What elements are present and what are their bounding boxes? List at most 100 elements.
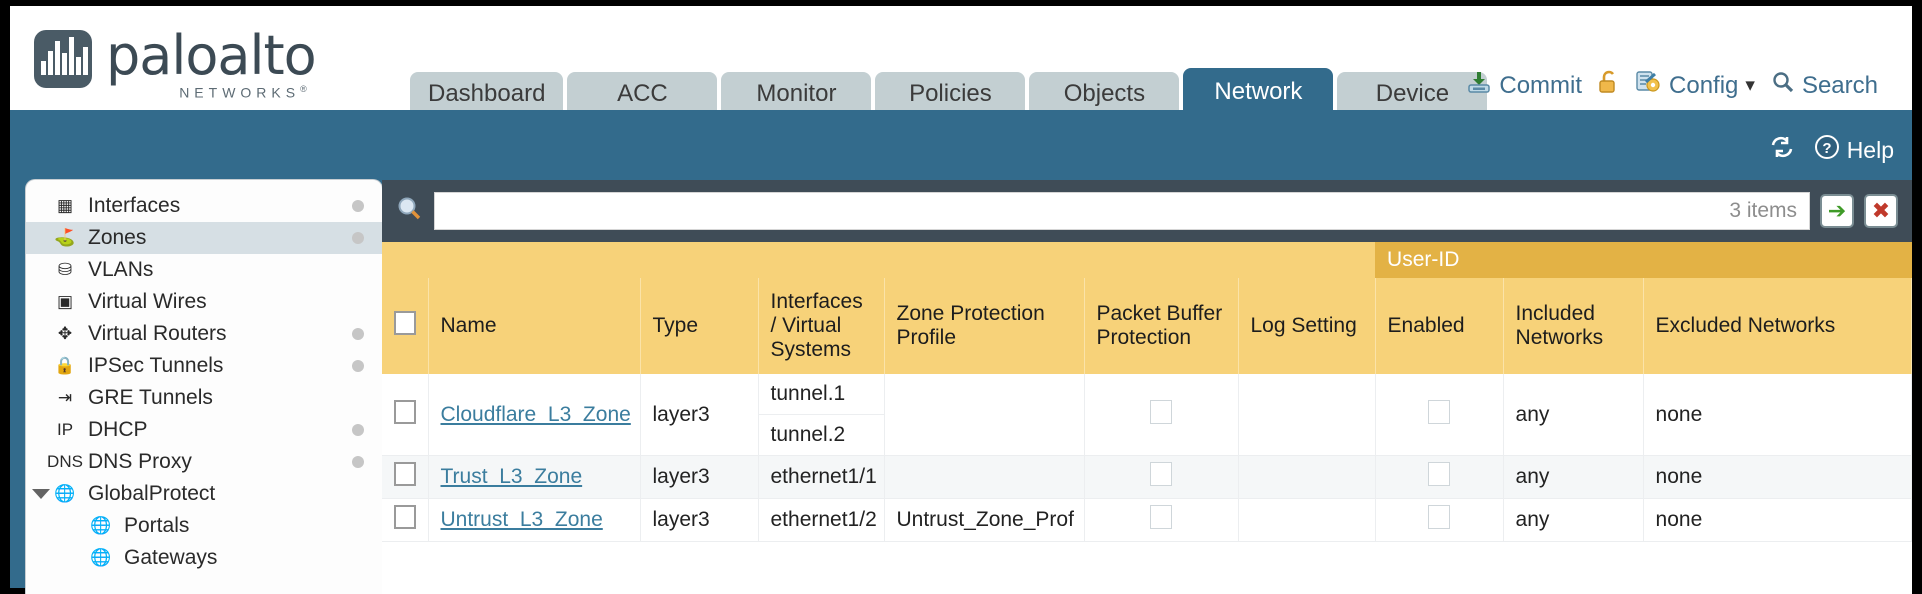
excluded-networks-cell: none [1643,498,1913,542]
search-button[interactable]: Search [1771,70,1878,101]
sidebar-item-label: Portals [124,514,190,537]
sidebar-item-label: DNS Proxy [88,450,192,473]
sidebar-item-label: Gateways [124,546,218,569]
excluded-networks-cell: none [1643,374,1913,456]
log-setting-cell [1238,455,1376,499]
row-select-cell[interactable] [382,374,429,456]
tab-policies[interactable]: Policies [875,72,1026,116]
interface-value: tunnel.2 [758,414,884,455]
zone-protection-profile-cell [884,455,1085,499]
packet-buffer-protection-checkbox[interactable] [1150,505,1172,529]
search-icon [1771,70,1795,101]
tab-monitor[interactable]: Monitor [721,72,872,116]
dhcp-icon: IP [56,420,74,439]
col-header-zone-protection-profile[interactable]: Zone Protection Profile [884,278,1085,374]
gre-tunnels-icon: ⇥ [57,388,73,407]
brand-header: paloalto NETWORKS® Dashboard ACC Monitor… [10,6,1912,116]
tab-network[interactable]: Network [1183,68,1334,116]
userid-enabled-checkbox[interactable] [1428,399,1451,424]
col-header-enabled[interactable]: Enabled [1375,278,1504,374]
zone-name-link[interactable]: Trust_L3_Zone [440,465,583,488]
zone-protection-profile-cell: Untrust_Zone_Prof [884,498,1085,542]
page-toolbar: ? Help [1768,134,1894,166]
row-checkbox[interactable] [394,505,416,529]
packet-buffer-protection-cell[interactable] [1084,498,1239,542]
included-networks-cell: any [1503,455,1644,499]
help-button[interactable]: ? Help [1814,134,1894,166]
zone-name-cell[interactable]: Untrust_L3_Zone [428,498,641,542]
userid-enabled-cell[interactable] [1375,455,1504,499]
commit-button[interactable]: Commit [1466,70,1582,101]
clear-filter-button[interactable]: ✖ [1864,194,1898,228]
sidebar-item-virtual-wires[interactable]: ▣Virtual Wires [26,286,382,318]
tab-acc[interactable]: ACC [567,72,718,116]
sidebar-item-zones[interactable]: ⛳Zones [26,222,382,254]
zone-name-link[interactable]: Cloudflare_L3_Zone [440,402,631,426]
col-header-log-setting[interactable]: Log Setting [1238,278,1376,374]
row-select-cell[interactable] [382,498,429,542]
sidebar-item-ipsec-tunnels[interactable]: 🔒IPSec Tunnels [26,350,382,382]
col-header-excluded-networks[interactable]: Excluded Networks [1643,278,1913,374]
brand-subtitle: NETWORKS® [179,84,312,101]
col-header-included-networks[interactable]: Included Networks [1503,278,1644,374]
zone-name-link[interactable]: Untrust_L3_Zone [440,508,603,531]
row-checkbox[interactable] [394,399,416,424]
item-count: 3 items [1729,199,1797,222]
tab-objects[interactable]: Objects [1029,72,1180,116]
vlans-icon: ⛁ [57,260,73,279]
status-dot [352,424,364,436]
zone-name-cell[interactable]: Trust_L3_Zone [428,455,641,499]
userid-enabled-checkbox[interactable] [1428,462,1451,486]
packet-buffer-protection-cell[interactable] [1084,374,1239,456]
refresh-button[interactable] [1768,135,1796,165]
tab-device[interactable]: Device [1337,72,1488,116]
packet-buffer-protection-checkbox[interactable] [1150,399,1172,424]
virtual-wires-icon: ▣ [56,292,74,311]
sidebar-item-gateways[interactable]: 🌐Gateways [26,542,382,574]
sidebar-item-globalprotect[interactable]: 🌐GlobalProtect [26,478,382,510]
select-all-checkbox[interactable] [394,311,416,335]
col-header-packet-buffer-protection[interactable]: Packet Buffer Protection [1084,278,1239,374]
col-header-name[interactable]: Name [428,278,641,374]
sidebar-item-gre-tunnels[interactable]: ⇥GRE Tunnels [26,382,382,414]
zone-type-cell: layer3 [640,498,759,542]
packet-buffer-protection-checkbox[interactable] [1150,462,1172,486]
row-checkbox[interactable] [394,462,416,486]
table-group-header-row: User-ID [382,242,1912,278]
config-label: Config [1669,71,1739,99]
apply-filter-button[interactable]: ➔ [1820,194,1854,228]
filter-input[interactable]: 3 items [434,192,1810,230]
select-all-header[interactable] [382,278,429,374]
sidebar-item-vlans[interactable]: ⛁ VLANs [26,254,382,286]
sidebar-item-portals[interactable]: 🌐Portals [26,510,382,542]
tab-dashboard[interactable]: Dashboard [410,72,564,116]
zone-name-cell[interactable]: Cloudflare_L3_Zone [428,374,641,456]
sidebar-item-virtual-routers[interactable]: ✥Virtual Routers [26,318,382,350]
svg-text:?: ? [1822,140,1831,157]
sidebar-item-label: Interfaces [88,194,181,217]
search-label: Search [1801,71,1878,99]
sidebar-item-label: Virtual Routers [88,322,227,345]
row-select-cell[interactable] [382,455,429,499]
expand-twisty-icon[interactable] [32,489,50,499]
commit-icon [1466,70,1492,101]
userid-enabled-cell[interactable] [1375,498,1504,542]
sidebar-item-interfaces[interactable]: ▦ Interfaces [26,190,382,222]
lock-button[interactable] [1598,70,1620,101]
packet-buffer-protection-cell[interactable] [1084,455,1239,499]
sidebar-item-label: VLANs [88,258,154,281]
config-dropdown[interactable]: Config ▾ [1636,70,1755,101]
col-header-type[interactable]: Type [640,278,759,374]
col-header-interfaces[interactable]: Interfaces / Virtual Systems [758,278,885,374]
commit-label: Commit [1499,71,1583,99]
userid-enabled-checkbox[interactable] [1428,505,1451,529]
interfaces-icon: ▦ [56,196,74,215]
userid-enabled-cell[interactable] [1375,374,1504,456]
